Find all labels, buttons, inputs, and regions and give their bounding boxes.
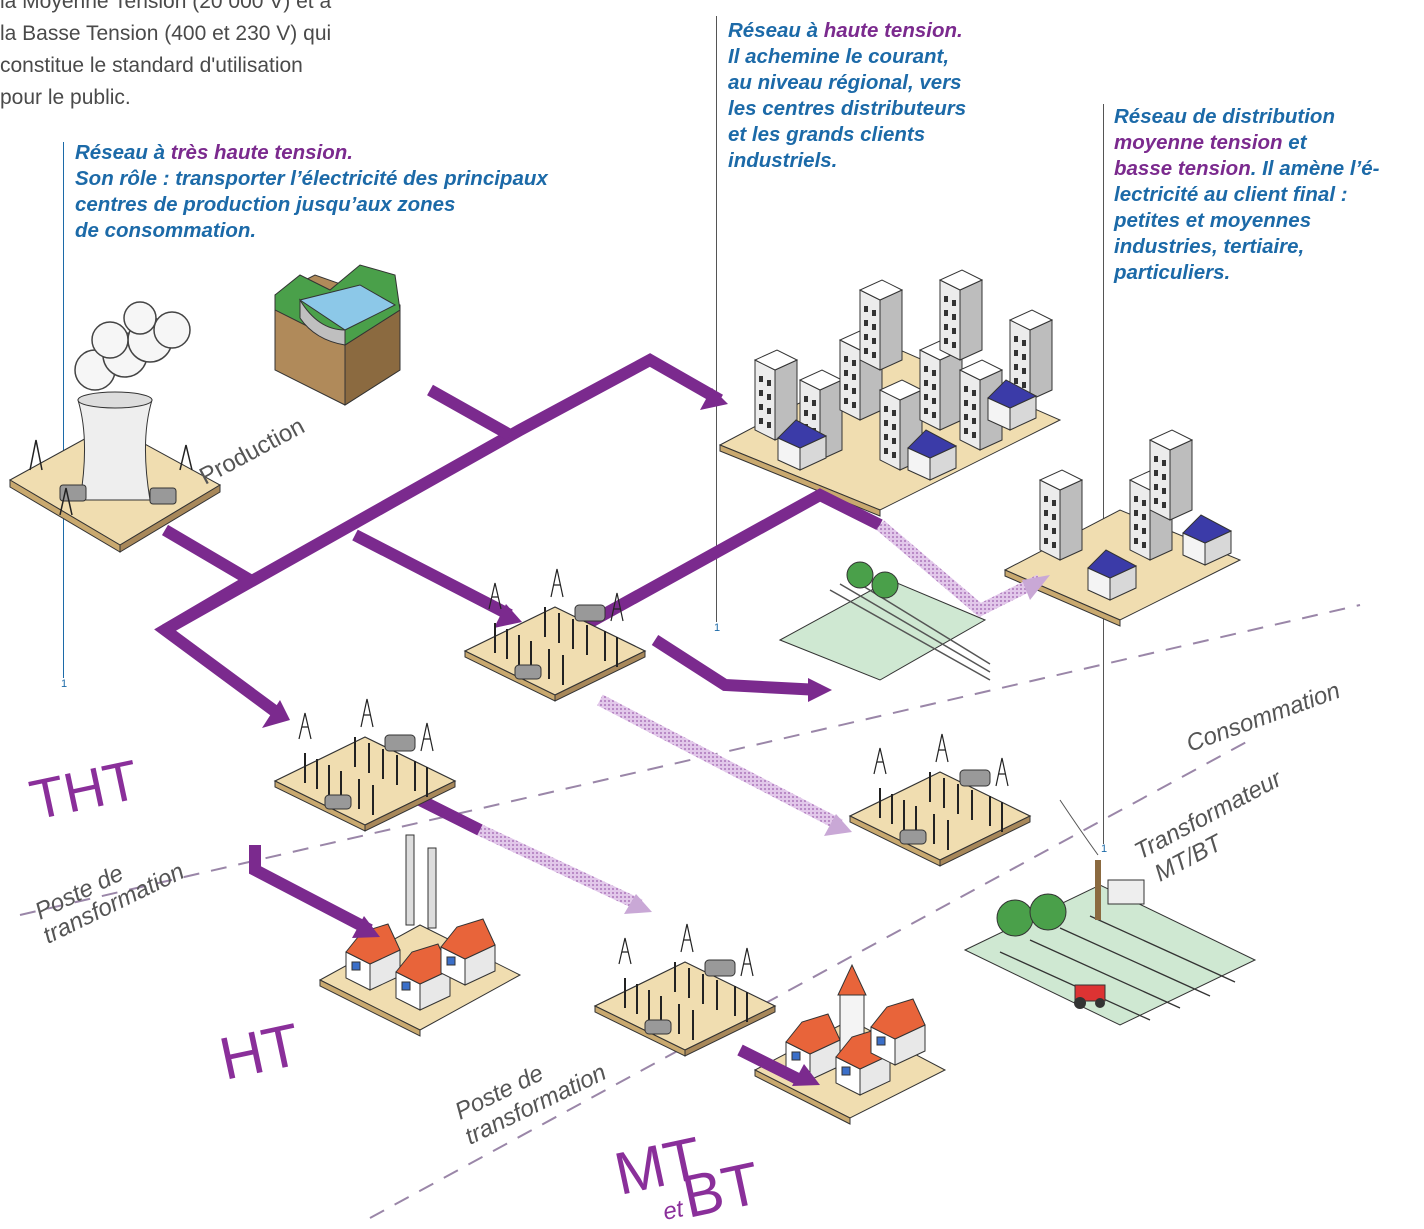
callout-line: au niveau régional, vers [728,71,962,94]
leader-line-mtbt [1103,104,1104,844]
farm [963,799,1257,1026]
callout-line: Réseau de distribution [1114,105,1335,128]
dashed-boundaries [19,604,1361,1219]
callout-line: moyenne tension et [1114,131,1307,154]
label-consommation: Consommation [1183,677,1344,758]
callout-line: industriels. [728,149,838,172]
callout-line: et les grands clients [728,123,926,146]
city-large [718,269,1062,517]
callout-line: Son rôle : transporter l’électricité des… [75,167,548,190]
callout-line: petites et moyennes [1114,209,1312,232]
callout-line: Il achemine le courant, [728,45,950,68]
callout-line: particuliers. [1114,261,1231,284]
label-bt: BT [677,1149,766,1229]
factory [318,834,522,1037]
intro-line: pour le public. [0,86,131,109]
callout-line: industries, tertiaire, [1114,235,1305,258]
callout-line: de consommation. [75,219,257,242]
arrowheads-faded [624,575,1050,914]
intro-line: la Moyenne Tension (20 000 V) et à [0,0,332,13]
industrial-site [778,561,991,681]
substation-ht [464,568,646,702]
marker-number: 1 [61,678,68,690]
substation-tht [274,698,456,832]
callout-line: les centres distributeurs [728,97,967,120]
hydro-dam [274,264,401,406]
callout-line: Réseau à haute tension. [728,19,963,42]
callout-ht: Réseau à haute tension. Il achemine le c… [728,18,966,174]
substation-mt [594,923,776,1057]
callout-tht: Réseau à très haute tension. Son rôle : … [75,140,548,244]
intro-line: constitue le standard d'utilisation [0,54,303,77]
power-plant [8,301,222,553]
network-paths [154,353,883,936]
callout-line: basse tension. Il amène l’é- [1114,157,1380,180]
network-paths-faded [477,520,1043,911]
label-production: Production [195,413,309,491]
village [753,963,947,1125]
intro-line: la Basse Tension (400 et 230 V) qui [0,22,332,45]
marker-number: 1 [714,622,721,634]
callout-line: Réseau à très haute tension. [75,141,353,164]
leader-line-ht [716,16,717,622]
callout-line: centres de production jusqu’aux zones [75,193,456,216]
marker-number: 1 [1101,843,1108,855]
label-ht: HT [214,1011,306,1093]
callout-mtbt: Réseau de distribution moyenne tension e… [1114,104,1379,286]
substation-mtbt [849,733,1031,867]
label-tht: THT [24,747,144,831]
callout-line: lectricité au client final : [1114,183,1348,206]
city-small [1003,429,1242,627]
leader-line-tht [63,142,64,678]
intro-paragraph: la Moyenne Tension (20 000 V) et à la Ba… [0,0,420,114]
